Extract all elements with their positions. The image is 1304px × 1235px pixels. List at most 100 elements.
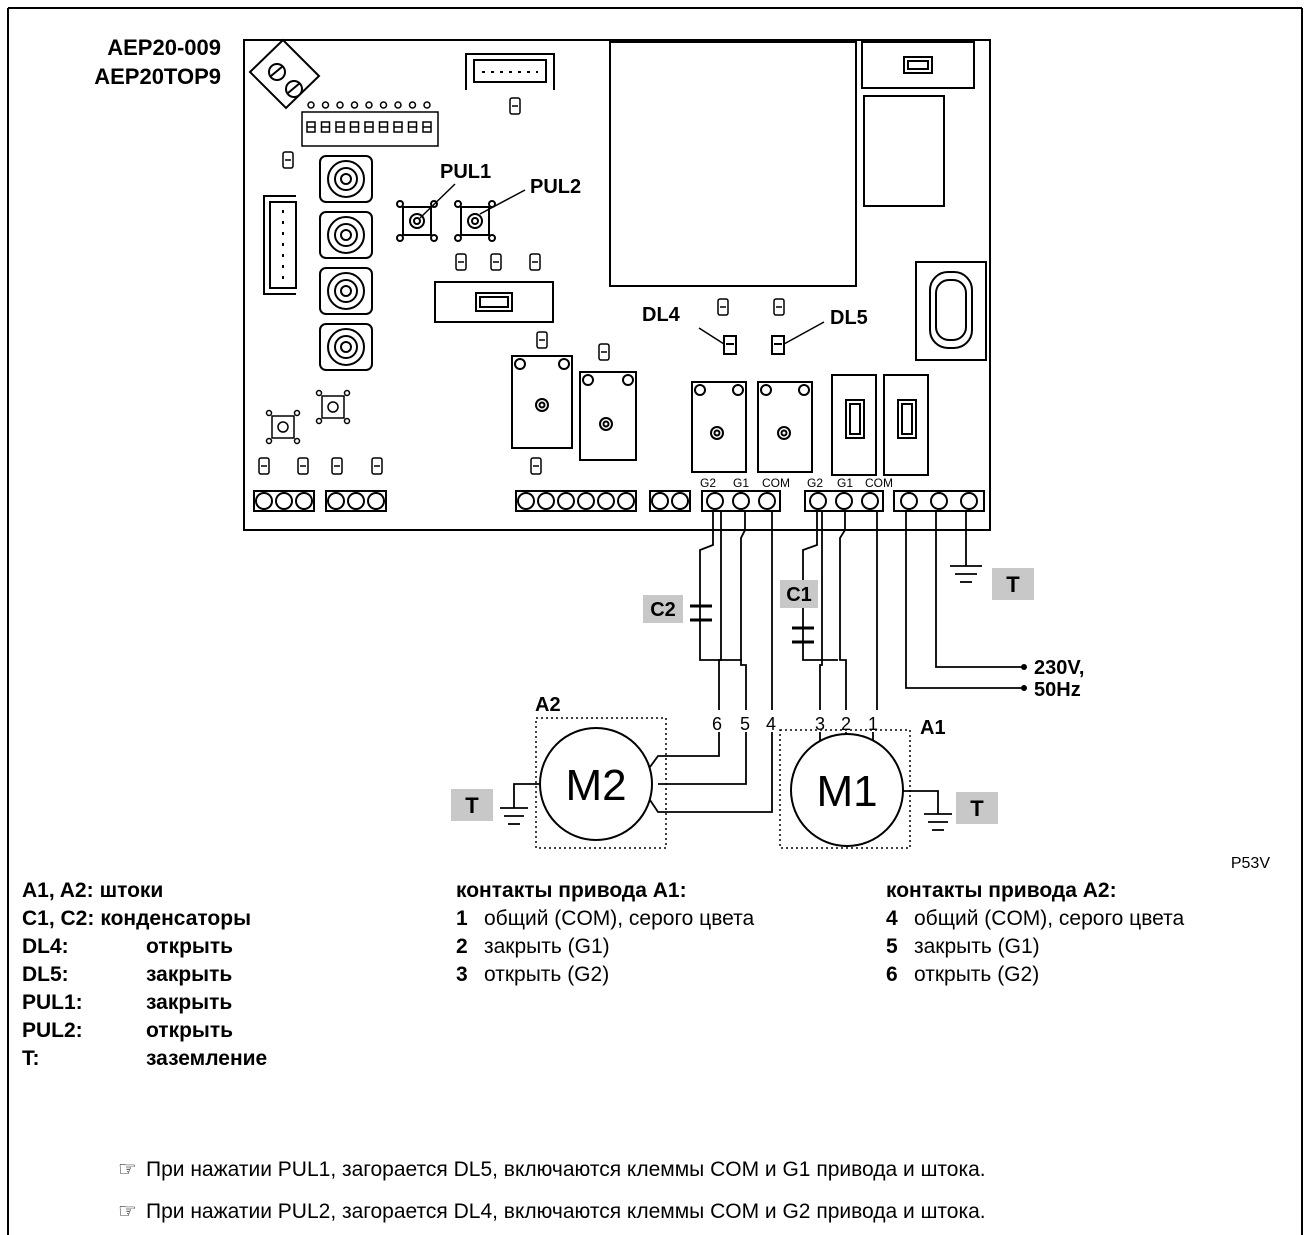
- legend-item: C1, C2:конденсаторы: [22, 905, 267, 933]
- legend-key: T:: [22, 1047, 40, 1070]
- model-line-2: AEP20TOP9: [94, 64, 221, 89]
- contact-item: 4 общий (COM), серого цвета: [886, 905, 1214, 933]
- small-button-icon: [265, 389, 351, 445]
- legend-value: конденсаторы: [100, 907, 252, 930]
- fuse-holder-icon: [861, 41, 975, 207]
- a1-actuator-box: [779, 729, 911, 849]
- legend-key: C1, C2:: [22, 907, 95, 930]
- contact-number: 3: [456, 963, 468, 986]
- screw-terminal-icon: [248, 38, 321, 110]
- contact-text: закрыть (G1): [914, 935, 1040, 958]
- pul2-label: PUL2: [530, 176, 581, 198]
- a1-label: A1: [920, 717, 946, 739]
- supply-dot-2: [1021, 685, 1027, 691]
- pointing-hand-icon: ☞: [118, 1158, 137, 1181]
- ground-label-m2: T: [465, 793, 479, 818]
- contacts-a2-title: контакты привода А2:: [886, 879, 1117, 902]
- legend-value: закрыть: [146, 991, 233, 1014]
- wire-number-5: 5: [740, 714, 750, 734]
- wire-number-2: 2: [841, 714, 851, 734]
- c1-label-bg: [780, 580, 818, 608]
- pul2-leader: [479, 189, 526, 215]
- capsule-component-icon: [915, 261, 987, 361]
- contact-text: общий (COM), серого цвета: [484, 907, 755, 930]
- contact-item: 1 общий (COM), серого цвета: [456, 905, 784, 933]
- supply-voltage: 230V,: [1034, 657, 1084, 679]
- contacts-a1: контакты привода А1: 1 общий (COM), серог…: [456, 877, 784, 989]
- m1-label: M1: [816, 767, 877, 816]
- legend-value: закрыть: [146, 963, 233, 986]
- legend-item: PUL2:открыть: [22, 1017, 267, 1045]
- round-components: [319, 155, 373, 371]
- ground-label-m1: T: [970, 796, 984, 821]
- contact-text: открыть (G2): [484, 963, 610, 986]
- c2-label: C2: [650, 599, 676, 621]
- c2-label-bg: [643, 595, 683, 623]
- legend-value: открыть: [146, 935, 234, 958]
- wire-number-1: 1: [868, 714, 878, 734]
- pointing-hand-icon: ☞: [118, 1200, 137, 1223]
- pcb-board: [243, 39, 991, 531]
- contact-item: 2 закрыть (G1): [456, 933, 784, 961]
- side-connector-icon: [263, 195, 297, 295]
- m2-label: M2: [565, 761, 626, 810]
- m1-motor-icon: [790, 733, 904, 847]
- legend-value: штоки: [99, 879, 164, 902]
- m2-motor-icon: [539, 727, 653, 841]
- pul1-button-icon: [396, 200, 438, 242]
- note-1-text: При нажатии PUL1, загорается DL5, включа…: [146, 1158, 986, 1181]
- terminal-a2-g1: G1: [733, 476, 749, 490]
- contact-item: 6 открыть (G2): [886, 961, 1214, 989]
- contact-text: закрыть (G1): [484, 935, 610, 958]
- ground-label-bg-board: [992, 568, 1034, 600]
- supply-dot-1: [1021, 664, 1027, 670]
- transformer-box: [609, 41, 857, 287]
- figure-code: P53V: [1231, 855, 1270, 872]
- supply-frequency: 50Hz: [1034, 679, 1081, 701]
- note-1: ☞ При нажатии PUL1, загорается DL5, включ…: [118, 1157, 986, 1182]
- contacts-a2: контакты привода А2: 4 общий (COM), серог…: [886, 877, 1214, 989]
- terminal-a2-g2: G2: [700, 476, 716, 490]
- ground-label-board: T: [1006, 572, 1020, 597]
- legend-key: DL5:: [22, 963, 69, 986]
- c1-label: C1: [786, 584, 812, 606]
- wire-number-4: 4: [766, 714, 776, 734]
- wire-number-3: 3: [815, 714, 825, 734]
- legend-item: DL5: закрыть: [22, 961, 267, 989]
- contact-text: общий (COM), серого цвета: [914, 907, 1185, 930]
- legend-key: A1, A2:: [22, 879, 94, 902]
- contacts-a1-title: контакты привода А1:: [456, 879, 687, 902]
- note-2-text: При нажатии PUL2, загорается DL4, включа…: [146, 1200, 986, 1223]
- a2-actuator-box: [535, 717, 667, 849]
- contact-text: открыть (G2): [914, 963, 1040, 986]
- legend-value: открыть: [146, 1019, 234, 1042]
- wiring: [500, 510, 1024, 831]
- legend-key: PUL1:: [22, 991, 83, 1014]
- pul1-label: PUL1: [440, 161, 491, 183]
- terminal-a1-g1: G1: [837, 476, 853, 490]
- legend-item: A1, A2:штоки: [22, 877, 267, 905]
- legend-item: DL4: открыть: [22, 933, 267, 961]
- page-frame: [7, 7, 1303, 1235]
- ground-label-bg-m2: [451, 789, 493, 821]
- contact-number: 1: [456, 907, 468, 930]
- legend-key: DL4:: [22, 935, 69, 958]
- fuse-blocks: [831, 374, 929, 476]
- dl4-label: DL4: [642, 304, 681, 326]
- slide-switch-icon: [434, 281, 554, 323]
- model-line-1: AEP20-009: [107, 35, 221, 60]
- legend-item: PUL1: закрыть: [22, 989, 267, 1017]
- small-components: [258, 97, 785, 475]
- contact-number: 6: [886, 963, 898, 986]
- note-2: ☞ При нажатии PUL2, загорается DL4, включ…: [118, 1199, 986, 1224]
- contact-number: 2: [456, 935, 468, 958]
- relays: [511, 355, 813, 473]
- terminal-a1-g2: G2: [807, 476, 823, 490]
- a2-label: A2: [535, 694, 561, 716]
- pul1-leader: [419, 183, 456, 219]
- dl5-label: DL5: [830, 307, 868, 329]
- contact-number: 4: [886, 907, 898, 930]
- ground-label-bg-m1: [956, 792, 998, 824]
